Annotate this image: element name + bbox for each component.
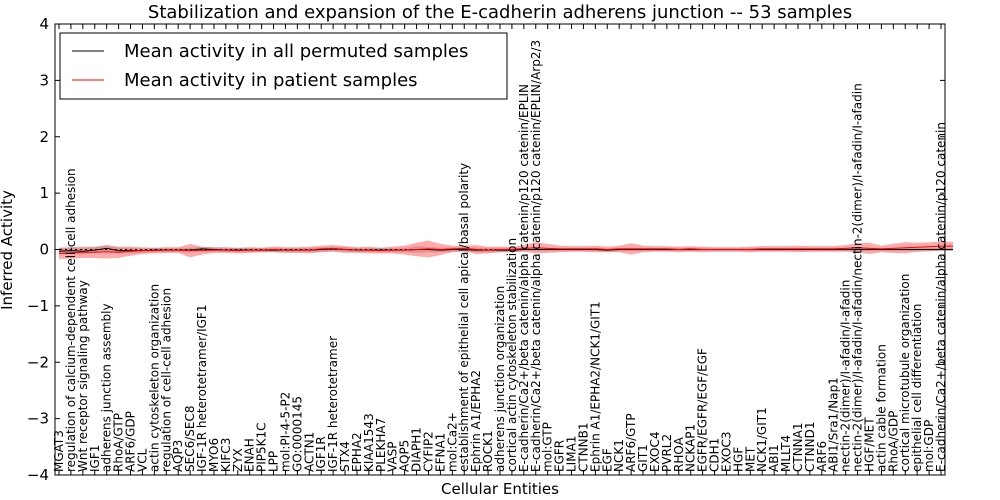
x-tick-label: Ephrin A1/EPHA2	[469, 370, 483, 472]
x-tick-label: mol:PI-4-5-P2	[279, 392, 293, 472]
x-tick-label: regulation of cell-cell adhesion	[159, 288, 173, 472]
x-tick-label: E-cadherin/Ca2+/beta catenin/alpha caten…	[934, 122, 948, 472]
x-tick-label: ARF6	[815, 441, 829, 472]
x-tick-label: RhoA/GDP	[886, 411, 900, 472]
y-tick-label: 0	[39, 241, 49, 259]
x-tick-label: DIAPH1	[410, 427, 424, 472]
x-tick-label: adherens junction assembly	[100, 303, 114, 472]
x-tick-label: ABI1	[767, 444, 781, 472]
y-tick-label: −3	[27, 410, 49, 428]
x-tick-label: EFNA1	[433, 433, 447, 472]
x-tick-label: ZYX	[231, 448, 245, 472]
x-tick-label: nectin-2(dimer)/I-afadin/I-afadin	[839, 280, 853, 472]
y-tick-label: 3	[39, 71, 49, 89]
x-tick-label: mol:GDP	[922, 420, 936, 472]
x-tick-label: EPHA2	[350, 432, 364, 472]
chart-title: Stabilization and expansion of the E-cad…	[148, 2, 852, 23]
x-tick-label: RHOA	[672, 436, 686, 472]
x-tick-label: E-cadherin/Ca2+/beta catenin/alpha caten…	[517, 84, 531, 472]
x-tick-label: ACTN1	[302, 432, 316, 472]
x-axis-label: Cellular Entities	[441, 480, 559, 498]
x-tick-label: Ephrin A1/EPHA2/NCK1/GIT1	[588, 301, 602, 472]
legend-label-patient: Mean activity in patient samples	[124, 70, 418, 91]
y-tick-label: −2	[27, 353, 49, 371]
x-tick-label: VASP	[386, 441, 400, 472]
x-tick-label: EXOC3	[720, 432, 734, 473]
x-tick-label: EGF	[600, 448, 614, 472]
x-tick-label: CTNNB1	[576, 422, 590, 472]
legend-label-permuted: Mean activity in all permuted samples	[124, 41, 468, 62]
x-tick-label: IGF-1R heterotetramer	[326, 336, 340, 472]
x-tick-label: ROCK1	[481, 430, 495, 472]
x-tick-label: GO:0000145	[290, 396, 304, 472]
x-tick-label: CTNND1	[803, 421, 817, 472]
x-tick-label: AQP5	[398, 440, 412, 472]
x-tick-label: RhoA/GTP	[112, 413, 126, 472]
x-tick-label: PLEKHA7	[374, 418, 388, 472]
x-tick-label: establishment of epithelial cell apical/…	[457, 163, 471, 472]
y-tick-label: −4	[27, 466, 49, 484]
x-tick-label: E-cadherin/Ca2+/beta catenin/alpha caten…	[529, 40, 543, 472]
x-tick-label: CDH1	[708, 438, 722, 472]
x-tick-label: nectin-2(dimer)/I-afadin/I-afadin/nectin…	[851, 83, 865, 472]
x-tick-label: ENAH	[243, 438, 257, 472]
x-tick-label: CYFIP2	[422, 431, 436, 472]
x-tick-label: HGF/MET	[863, 417, 877, 472]
x-tick-label: cortical actin cytoskeleton stabilizatio…	[505, 238, 519, 472]
y-axis-label: Inferred Activity	[0, 190, 16, 310]
x-tick-label: STX4	[338, 441, 352, 472]
x-tick-label: PIP5K1C	[255, 422, 269, 472]
y-tick-label: 1	[39, 184, 49, 202]
x-tick-label: GIT1	[636, 444, 650, 472]
x-tick-label: adherens junction organization	[493, 286, 507, 472]
x-tick-label: regulation of calcium-dependent cell-cel…	[64, 168, 78, 472]
patient-mean-line	[58, 245, 953, 254]
x-tick-label: VCL	[135, 448, 149, 472]
x-tick-label: KIAA1543	[362, 413, 376, 472]
x-tick-label: KIFC3	[219, 438, 233, 472]
x-tick-label: ABI1/Sra1/Nap1	[827, 377, 841, 472]
x-tick-label: cortical microtubule organization	[898, 274, 912, 472]
x-tick-label: ARF6/GDP	[124, 411, 138, 472]
x-tick-label: CTNNA1	[791, 422, 805, 472]
x-tick-label: ARF6/GTP	[624, 413, 638, 472]
x-tick-label: NCK1	[612, 439, 626, 472]
x-tick-label: EGFR	[553, 440, 567, 472]
x-tick-label: IGF1R	[314, 436, 328, 472]
x-tick-label: LPP	[267, 451, 281, 472]
y-tick-label: 4	[39, 15, 49, 33]
y-tick-label: −1	[27, 297, 49, 315]
x-tick-label: Wnt receptor signaling pathway	[76, 280, 90, 472]
x-tick-label: IGF1	[88, 445, 102, 472]
x-tick-label: HGF	[731, 447, 745, 472]
x-tick-label: MET	[743, 446, 757, 472]
x-tick-label: EXOC4	[648, 432, 662, 473]
legend-box	[59, 32, 508, 100]
x-tick-label: EGFR/EGFR/EGF/EGF	[696, 348, 710, 472]
x-tick-label: mol:GTP	[541, 422, 555, 472]
x-tick-label: NCK1/GIT1	[755, 407, 769, 472]
y-tick-label: 2	[39, 128, 49, 146]
x-tick-label: SEC6/SEC8	[183, 406, 197, 472]
x-tick-label: MYO6	[207, 438, 221, 472]
x-tick-label: PVRL2	[660, 434, 674, 472]
x-tick-label: IGF-1R heterotetramer/IGF1	[195, 305, 209, 472]
x-tick-label: LIMA1	[565, 436, 579, 472]
x-tick-label: NCKAP1	[684, 424, 698, 472]
legend: Mean activity in all permuted samples Me…	[59, 32, 508, 100]
x-tick-label: MLLT4	[779, 435, 793, 472]
x-tick-label: actin cytoskeleton organization	[147, 284, 161, 472]
x-tick-label: actin cable formation	[874, 344, 888, 472]
x-tick-label: AQP3	[171, 440, 185, 472]
y-axis: −4 −3 −2 −1 0 1 2 3 4	[27, 15, 945, 484]
x-tick-label: mol:Ca2+	[445, 412, 459, 472]
x-tick-label: epithelial cell differentiation	[910, 304, 924, 472]
permuted-mean-line	[58, 247, 953, 252]
